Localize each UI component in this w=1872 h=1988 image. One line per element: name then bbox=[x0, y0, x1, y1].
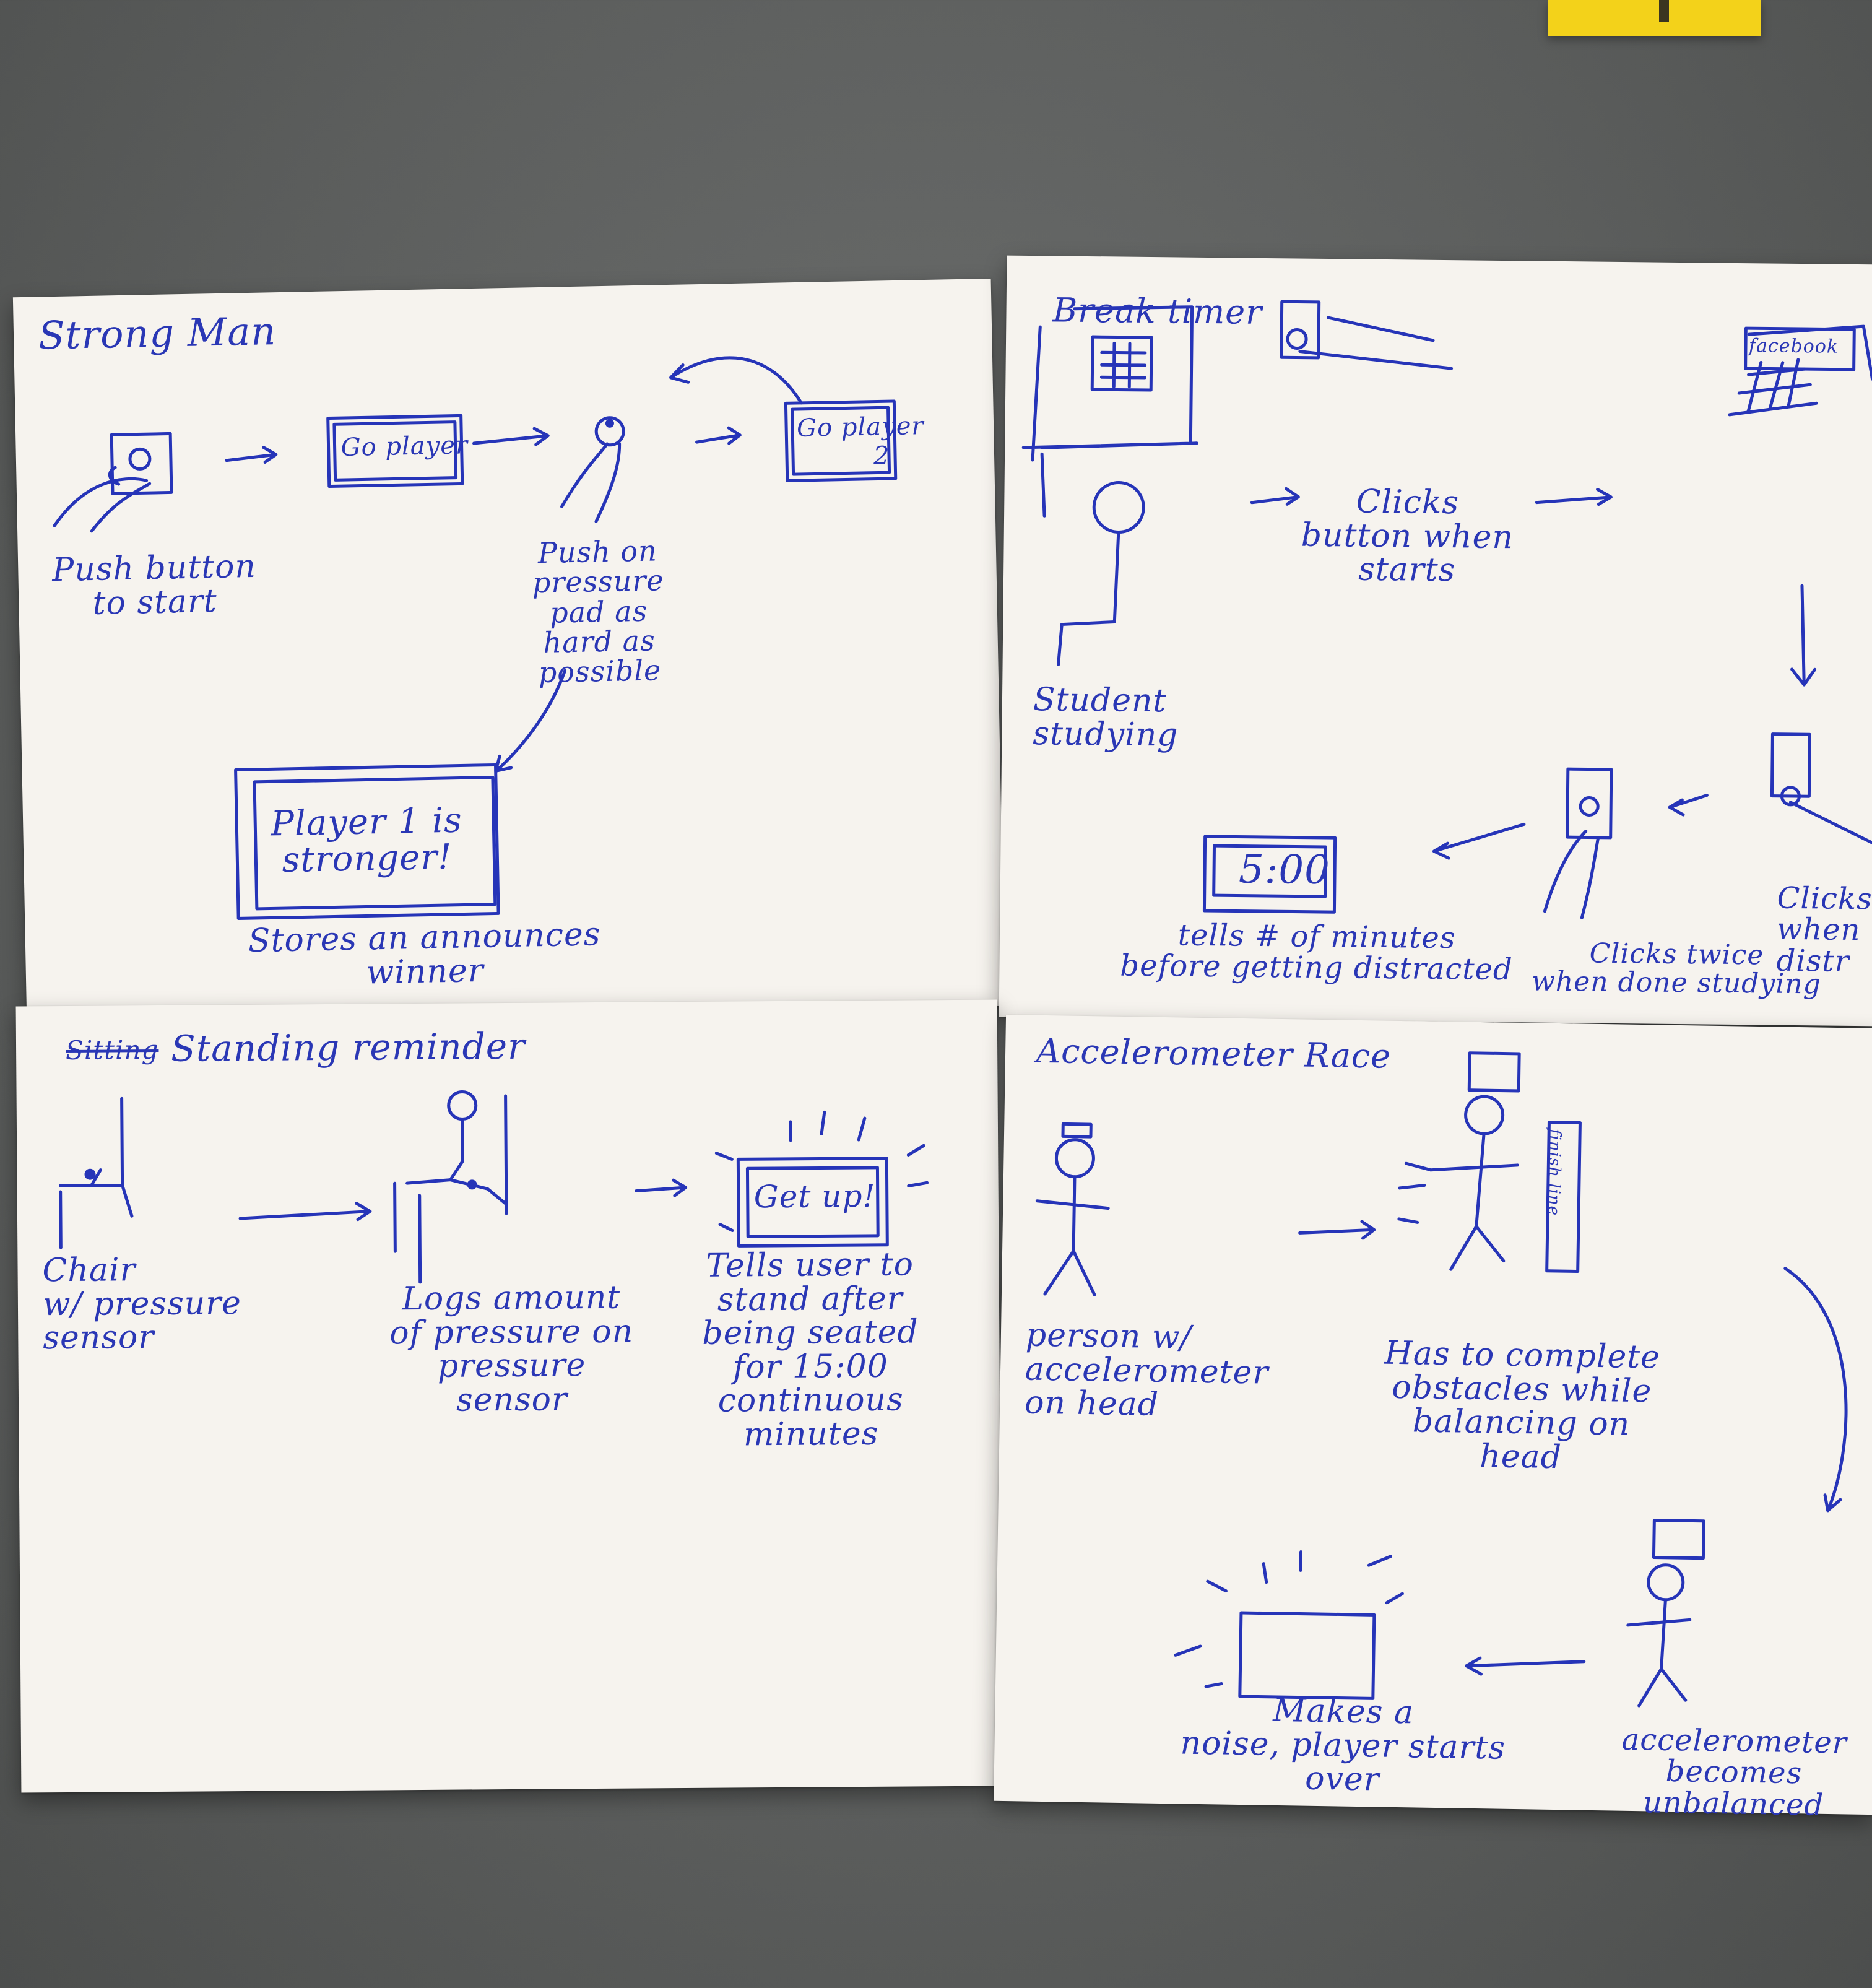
laptop-label: facebook bbox=[1748, 335, 1839, 358]
card-title: Break timer bbox=[1052, 290, 1263, 332]
caption: tells # of minutes before getting distra… bbox=[1120, 918, 1513, 987]
card-title-struck: Sitting bbox=[65, 1034, 159, 1066]
caption: Makes a noise, player starts over bbox=[1180, 1691, 1506, 1799]
screen-text: 2 bbox=[873, 441, 890, 471]
card-break-timer: Break timer facebook Clicks button when … bbox=[999, 255, 1872, 1027]
caption: Tells user to stand after being seated f… bbox=[702, 1246, 919, 1454]
caption: Has to complete obstacles while balancin… bbox=[1384, 1334, 1661, 1476]
hand-button-icon bbox=[53, 432, 173, 533]
card-title: Strong Man bbox=[38, 308, 277, 358]
card-strong-man: Strong Man Go player Go player 2 Push bu… bbox=[12, 278, 1005, 1025]
caption: Chair w/ pressure sensor bbox=[42, 1251, 242, 1357]
caption: accelerometer becomes unbalanced bbox=[1621, 1722, 1848, 1823]
screen-text: Go player bbox=[796, 412, 924, 443]
caption: Push button to start bbox=[51, 547, 257, 622]
timer-display: 5:00 bbox=[1238, 846, 1331, 894]
screen-text: Get up! bbox=[753, 1178, 876, 1215]
caption: person w/ accelerometer on head bbox=[1024, 1316, 1269, 1424]
card-standing-reminder: Sitting Standing reminder Chair w/ press… bbox=[15, 999, 1003, 1793]
caption: Logs amount of pressure on pressure sens… bbox=[389, 1278, 634, 1419]
caption: Clicks button when starts bbox=[1301, 483, 1514, 589]
screen-text: Go player bbox=[340, 431, 469, 462]
caption: Clicks when distr bbox=[1776, 880, 1872, 979]
result-screen-text: Player 1 is stronger! bbox=[270, 800, 463, 880]
caption: Stores an announces winner bbox=[248, 916, 601, 992]
caption: Student studying bbox=[1033, 681, 1179, 754]
tower-label: finish line bbox=[1544, 1128, 1564, 1217]
yellow-sticky-note bbox=[1548, 0, 1761, 36]
card-title: Accelerometer Race bbox=[1036, 1031, 1392, 1076]
caption: Push on pressure pad as hard as possible bbox=[532, 534, 665, 690]
card-title: Standing reminder bbox=[170, 1025, 526, 1070]
card-accelerometer-race: Accelerometer Race finish line person w/… bbox=[994, 1014, 1872, 1823]
